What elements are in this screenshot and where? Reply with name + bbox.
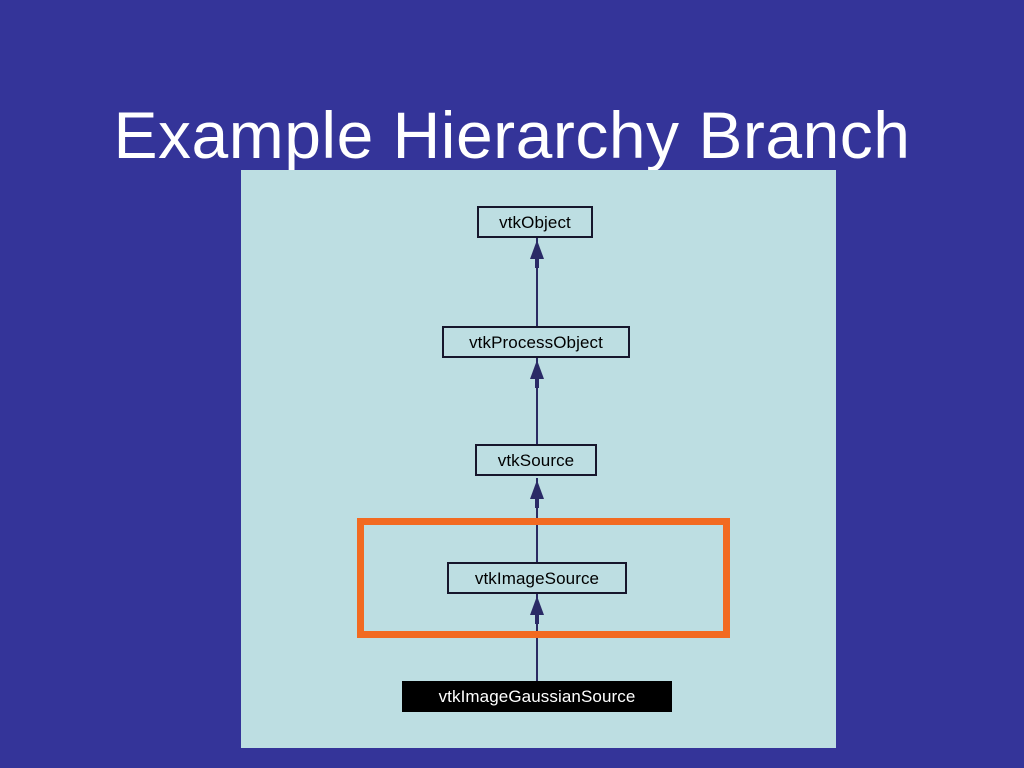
class-node-label: vtkProcessObject [469,332,603,352]
diagram-panel: vtkObject vtkProcessObject vtkSource vtk… [241,170,836,748]
arrowhead-processobject-to-object [530,240,544,259]
class-node-vtkimagegaussiansource[interactable]: vtkImageGaussianSource [402,681,672,712]
class-node-label: vtkObject [499,212,571,232]
arrowhead-gaussian-to-imagesource [530,596,544,615]
connector-line-processobject-to-object [536,238,538,330]
arrowhead-imagesource-to-source [530,480,544,499]
class-node-label: vtkSource [497,450,575,470]
class-node-vtkprocessobject[interactable]: vtkProcessObject [442,326,630,358]
class-node-vtkimagesource[interactable]: vtkImageSource [447,562,627,594]
class-node-label: vtkImageGaussianSource [438,687,636,706]
class-node-label: vtkImageSource [474,568,600,588]
arrowstem-imagesource-to-source [535,492,539,508]
page-title: Example Hierarchy Branch [113,98,911,173]
highlight-region-imagesource [357,518,730,638]
class-node-vtksource[interactable]: vtkSource [475,444,597,476]
arrowstem-source-to-processobject [535,372,539,388]
class-node-vtkobject[interactable]: vtkObject [477,206,593,238]
connector-line-source-to-processobject [536,358,538,450]
arrowstem-processobject-to-object [535,252,539,268]
arrowstem-gaussian-to-imagesource [535,608,539,624]
arrowhead-source-to-processobject [530,360,544,379]
